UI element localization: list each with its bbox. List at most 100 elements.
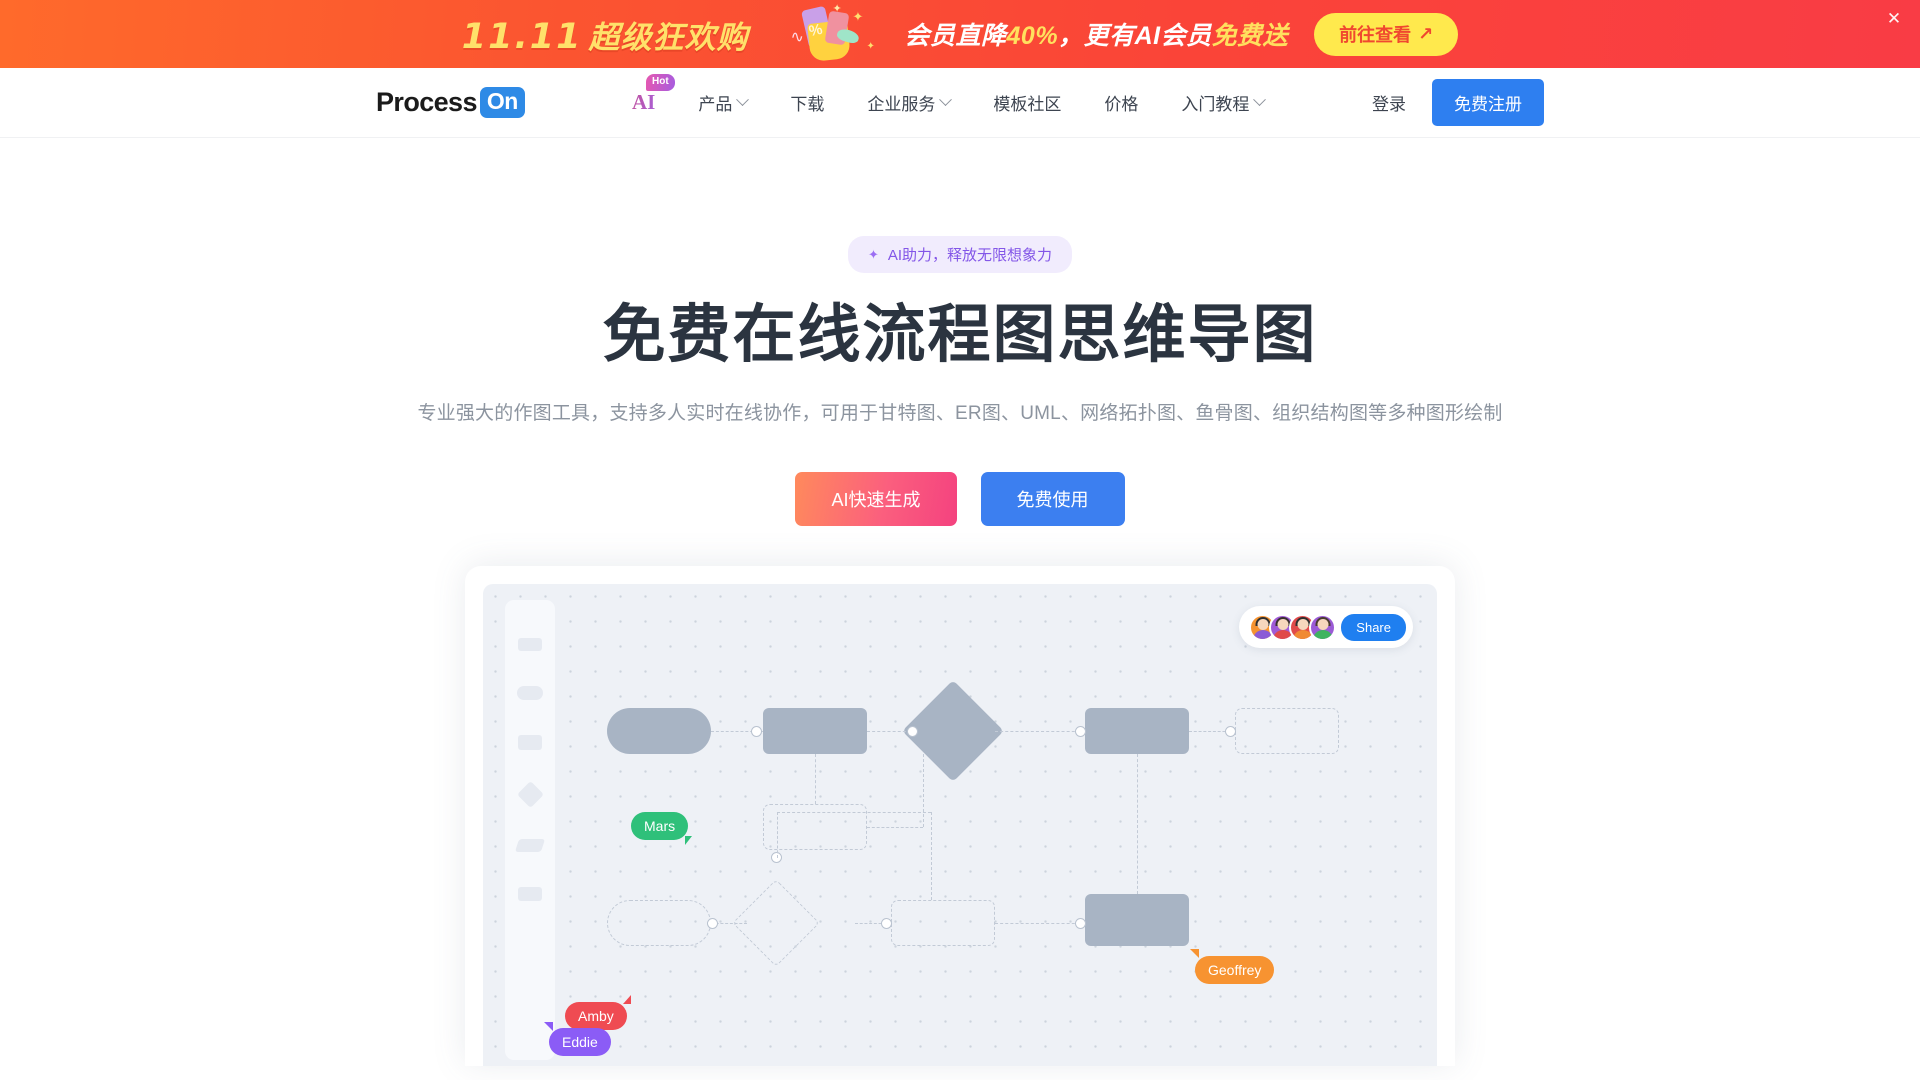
connector-handle[interactable] xyxy=(771,852,782,864)
chevron-down-icon xyxy=(1253,93,1267,107)
square-shape-icon[interactable] xyxy=(518,735,542,751)
editor-preview-card: Share xyxy=(465,566,1455,1067)
nav-item-label: AI xyxy=(632,90,656,114)
collaborator-name: Geoffrey xyxy=(1208,962,1262,979)
flow-node-placeholder-2[interactable] xyxy=(763,804,867,851)
connector-handle[interactable] xyxy=(907,726,918,738)
collaboration-share-bar: Share xyxy=(1239,606,1413,649)
diamond-shape-icon[interactable] xyxy=(516,781,544,809)
connector xyxy=(867,827,923,829)
flow-node-start[interactable] xyxy=(607,708,711,755)
connector-handle[interactable] xyxy=(751,726,762,738)
sparkle-icon: ✦ xyxy=(867,247,879,262)
promo-cta-label: 前往查看 xyxy=(1339,25,1412,45)
share-button[interactable]: Share xyxy=(1341,613,1406,641)
connector-handle[interactable] xyxy=(881,918,892,930)
ai-generate-button[interactable]: AI快速生成 xyxy=(795,472,957,527)
connector xyxy=(931,812,932,901)
logo-tile: On xyxy=(479,87,525,118)
nav-item-label: 价格 xyxy=(1104,95,1139,114)
flow-node-placeholder-3[interactable] xyxy=(607,900,711,947)
connector xyxy=(711,923,747,925)
collaborator-cursor-amby: Amby xyxy=(565,995,631,1031)
promo-banner: 11.11 超级狂欢购 ∿ ✦ % ✦ ✦ 会员直降40%，更有AI会员免费送 … xyxy=(0,0,1920,68)
sparkle-icon: ✦ xyxy=(832,3,842,15)
gift-bag-icon: ∿ ✦ % ✦ ✦ xyxy=(775,3,879,62)
nav-item-pricing[interactable]: 价格 xyxy=(1104,90,1138,115)
connector xyxy=(815,754,816,805)
connector xyxy=(777,812,931,814)
parallelogram-shape-icon[interactable] xyxy=(514,839,546,853)
flow-node-placeholder-4[interactable] xyxy=(891,900,995,947)
top-navigation-bar: Process On AI Hot 产品 下载 企业服务 模板社区 价格 入门教… xyxy=(0,68,1920,138)
nav-item-label: 下载 xyxy=(790,95,825,114)
processon-logo[interactable]: Process On xyxy=(376,87,525,118)
promo-cta-button[interactable]: 前往查看 ↗ xyxy=(1314,12,1459,56)
collaborator-cursor-geoffrey: Geoffrey xyxy=(1190,949,1275,985)
collaborator-cursor-mars: Mars xyxy=(631,812,693,846)
nav-item-label: 入门教程 xyxy=(1181,95,1250,114)
sparkle-icon: ✦ xyxy=(852,9,864,24)
nav-item-ai[interactable]: AI Hot xyxy=(632,74,675,115)
promo-free-gift: 免费送 xyxy=(1211,22,1289,50)
promo-campaign-title: 11.11 超级狂欢购 xyxy=(462,12,749,57)
connector-handle[interactable] xyxy=(1075,918,1086,930)
hot-badge: Hot xyxy=(646,74,675,91)
close-icon[interactable]: ✕ xyxy=(1886,9,1902,28)
hero-section: ✦ AI助力，释放无限想象力 免费在线流程图思维导图 专业强大的作图工具，支持多… xyxy=(0,138,1920,527)
document-shape-icon[interactable] xyxy=(518,887,542,902)
sparkle-icon: ∿ xyxy=(790,29,804,46)
ai-tagline-badge[interactable]: ✦ AI助力，释放无限想象力 xyxy=(847,236,1073,273)
flow-node-process-2[interactable] xyxy=(1085,708,1189,755)
nav-item-download[interactable]: 下载 xyxy=(790,90,824,115)
free-use-button[interactable]: 免费使用 xyxy=(980,472,1125,527)
flow-node-process-3[interactable] xyxy=(1085,894,1189,947)
sparkle-icon: ✦ xyxy=(866,41,875,52)
nav-item-label: 企业服务 xyxy=(867,95,936,114)
hero-subtitle: 专业强大的作图工具，支持多人实时在线协作，可用于甘特图、ER图、UML、网络拓扑… xyxy=(417,403,1503,425)
flow-node-placeholder-1[interactable] xyxy=(1235,708,1339,755)
promo-discount: 40% xyxy=(1006,22,1059,50)
connector-handle[interactable] xyxy=(1075,726,1086,738)
nav-item-enterprise[interactable]: 企业服务 xyxy=(867,90,953,115)
shape-toolbar[interactable] xyxy=(505,600,555,1061)
hero-cta-group: AI快速生成 免费使用 xyxy=(0,472,1920,527)
promo-message: 会员直降40%，更有AI会员免费送 xyxy=(904,22,1289,50)
nav-menu: AI Hot 产品 下载 企业服务 模板社区 价格 入门教程 xyxy=(632,74,1267,115)
connector-handle[interactable] xyxy=(1225,726,1236,738)
external-link-arrow-icon: ↗ xyxy=(1418,23,1434,44)
diagram-canvas[interactable]: Share xyxy=(483,584,1437,1067)
nav-item-tutorial[interactable]: 入门教程 xyxy=(1181,90,1267,115)
connector xyxy=(777,812,778,859)
avatar[interactable] xyxy=(1309,613,1337,641)
chevron-down-icon xyxy=(736,93,750,107)
collaborator-cursor-eddie: Eddie xyxy=(544,1022,611,1057)
collaborator-name: Amby xyxy=(578,1008,614,1025)
rounded-rect-shape-icon[interactable] xyxy=(517,686,543,701)
logo-text: Process xyxy=(376,87,477,117)
login-link[interactable]: 登录 xyxy=(1372,95,1406,114)
connector-handle[interactable] xyxy=(707,918,718,930)
promo-campaign-name: 超级狂欢购 xyxy=(588,19,749,56)
collaborator-name: Eddie xyxy=(562,1034,598,1051)
nav-auth-group: 登录 免费注册 xyxy=(1372,79,1544,126)
ai-tagline-label: AI助力，释放无限想象力 xyxy=(887,247,1053,264)
nav-item-label: 产品 xyxy=(698,95,733,114)
connector xyxy=(855,923,891,925)
connector xyxy=(1137,754,1138,895)
page-title: 免费在线流程图思维导图 xyxy=(602,300,1318,370)
nav-item-products[interactable]: 产品 xyxy=(698,90,750,115)
promo-date: 11.11 xyxy=(461,16,583,57)
connector xyxy=(995,923,1085,925)
nav-item-template-community[interactable]: 模板社区 xyxy=(993,90,1061,115)
connector xyxy=(867,731,911,733)
flow-node-process-1[interactable] xyxy=(763,708,867,755)
register-button[interactable]: 免费注册 xyxy=(1432,79,1544,126)
rect-shape-icon[interactable] xyxy=(518,638,542,652)
nav-item-label: 模板社区 xyxy=(993,95,1062,114)
connector xyxy=(923,754,924,828)
connector xyxy=(711,731,763,733)
connector xyxy=(995,731,1085,733)
connector xyxy=(1189,731,1235,733)
chevron-down-icon xyxy=(939,93,953,107)
